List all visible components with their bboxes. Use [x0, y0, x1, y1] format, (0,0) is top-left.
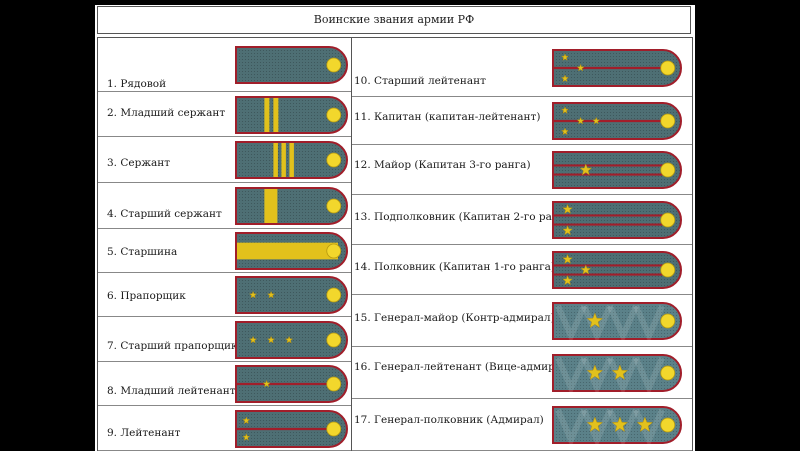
button-icon [660, 262, 676, 278]
rank-label: 13. Подполковник (Капитан 2-го ранга) [354, 211, 575, 223]
shoulder-strap-icon [552, 354, 682, 392]
rank-label: 16. Генерал-лейтенант (Вице-адмирал) [354, 361, 572, 373]
shoulder-strap-icon [235, 232, 348, 270]
star-icon [592, 116, 601, 125]
star-icon [611, 416, 629, 433]
ranks-sheet: Воинские звания армии РФ 1. Рядовой 2. М… [95, 5, 695, 451]
button-icon [660, 313, 676, 329]
rank-label: 14. Полковник (Капитан 1-го ранга) [354, 261, 555, 273]
rank-row: 11. Капитан (капитан-лейтенант) [352, 97, 692, 145]
page-title: Воинские звания армии РФ [97, 6, 691, 34]
rank-row: 9. Лейтенант [98, 406, 351, 451]
shoulder-strap-icon [552, 406, 682, 444]
rank-label: 12. Майор (Капитан 3-го ранга) [354, 159, 531, 171]
star-icon [285, 335, 294, 343]
star-icon [579, 163, 593, 176]
rank-label: 3. Сержант [107, 157, 171, 169]
rank-row: 12. Майор (Капитан 3-го ранга) [352, 145, 692, 195]
shoulder-strap-icon [235, 276, 348, 314]
star-icon [586, 416, 604, 433]
button-icon [326, 107, 342, 122]
star-icon [576, 63, 585, 71]
star-icon [611, 364, 629, 381]
button-icon [326, 332, 342, 347]
rank-row: 16. Генерал-лейтенант (Вице-адмирал) [352, 347, 692, 399]
rank-row: 8. Младший лейтенант [98, 362, 351, 406]
shoulder-strap-icon [235, 141, 348, 179]
rank-label: 7. Старший прапорщик [107, 340, 238, 352]
star-icon [267, 290, 276, 299]
rank-row: 13. Подполковник (Капитан 2-го ранга) [352, 195, 692, 245]
star-icon [580, 264, 592, 275]
button-icon [660, 212, 676, 228]
button-icon [660, 162, 676, 178]
star-icon [560, 127, 570, 136]
rank-row: 6. Прапорщик [98, 273, 351, 317]
star-icon [562, 203, 574, 214]
rank-label: 4. Старший сержант [107, 208, 222, 220]
star-icon [560, 73, 570, 82]
rank-label: 2. Младший сержант [107, 107, 226, 119]
rank-label: 9. Лейтенант [107, 427, 181, 439]
column-divider [351, 37, 352, 451]
shoulder-strap-icon [235, 320, 348, 359]
rank-label: 8. Младший лейтенант [107, 385, 236, 397]
rank-row: 15. Генерал-майор (Контр-адмирал) [352, 295, 692, 347]
button-icon [326, 243, 342, 259]
shoulder-strap-icon [235, 365, 348, 403]
star-icon [576, 116, 585, 125]
star-icon [262, 379, 271, 388]
rank-label: 1. Рядовой [107, 78, 167, 90]
star-icon [562, 274, 574, 286]
shoulder-strap-icon [235, 187, 348, 225]
star-icon [636, 416, 654, 433]
star-icon [560, 52, 570, 61]
rank-row: 14. Полковник (Капитан 1-го ранга) [352, 245, 692, 295]
rank-label: 11. Капитан (капитан-лейтенант) [354, 111, 541, 123]
shoulder-strap-icon [235, 409, 348, 448]
shoulder-strap-icon [552, 201, 682, 239]
button-icon [326, 57, 342, 73]
star-icon [249, 290, 258, 299]
rank-row: 17. Генерал-полковник (Адмирал) [352, 399, 692, 451]
rank-label: 6. Прапорщик [107, 290, 186, 302]
button-icon [660, 60, 676, 75]
rank-label: 5. Старшина [107, 246, 178, 258]
shoulder-strap-icon [552, 48, 682, 87]
shoulder-strap-icon [235, 46, 348, 84]
rank-label: 10. Старший лейтенант [354, 75, 486, 87]
star-icon [249, 335, 258, 343]
star-icon [242, 432, 251, 441]
button-icon [326, 152, 342, 168]
rank-row: 7. Старший прапорщик [98, 317, 351, 362]
button-icon [326, 376, 342, 392]
button-icon [660, 113, 676, 129]
rank-row: 5. Старшина [98, 229, 351, 273]
star-icon [562, 253, 574, 264]
rank-row: 10. Старший лейтенант [352, 38, 692, 97]
star-icon [242, 415, 251, 424]
star-icon [586, 364, 604, 381]
ranks-table [97, 37, 693, 451]
rank-row: 4. Старший сержант [98, 183, 351, 229]
button-icon [660, 365, 676, 381]
button-icon [326, 421, 342, 436]
rank-row: 2. Младший сержант [98, 92, 351, 137]
button-icon [326, 287, 342, 303]
rank-row: 3. Сержант [98, 137, 351, 183]
rank-label: 17. Генерал-полковник (Адмирал) [354, 414, 544, 426]
button-icon [660, 417, 676, 433]
button-icon [326, 198, 342, 214]
shoulder-strap-icon [235, 95, 348, 134]
shoulder-strap-icon [552, 251, 682, 289]
shoulder-strap-icon [552, 102, 682, 140]
star-icon [560, 106, 570, 114]
rank-label: 15. Генерал-майор (Контр-адмирал) [354, 312, 555, 324]
rank-row: 1. Рядовой [98, 38, 351, 92]
star-icon [267, 335, 276, 343]
shoulder-strap-icon [552, 302, 682, 340]
star-icon [562, 224, 574, 236]
star-icon [586, 312, 604, 329]
shoulder-strap-icon [552, 151, 682, 189]
